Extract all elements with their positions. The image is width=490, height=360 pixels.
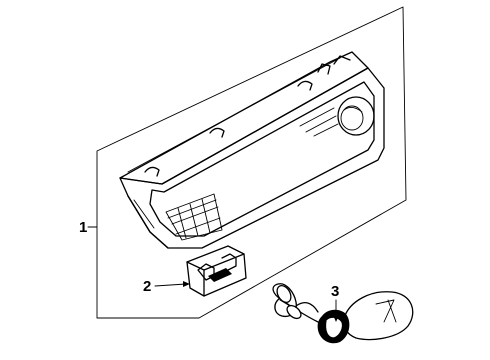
callout-arrow-2 — [183, 281, 190, 287]
callout-label-3: 3 — [331, 283, 339, 300]
callout-arrow-3 — [333, 315, 339, 322]
callout-label-1: 1 — [79, 219, 87, 236]
callout-3: 3 — [331, 283, 339, 322]
bulb-and-socket — [272, 283, 414, 344]
callout-1: 1 — [79, 219, 98, 236]
callout-leader-2 — [154, 283, 187, 287]
lamp-grid-pattern — [165, 193, 223, 241]
lamp-bracket — [186, 245, 247, 297]
assembly-boundary — [96, 6, 407, 319]
callout-label-2: 2 — [143, 278, 151, 295]
callout-2: 2 — [143, 278, 190, 295]
tail-lamp-assembly — [119, 51, 385, 249]
